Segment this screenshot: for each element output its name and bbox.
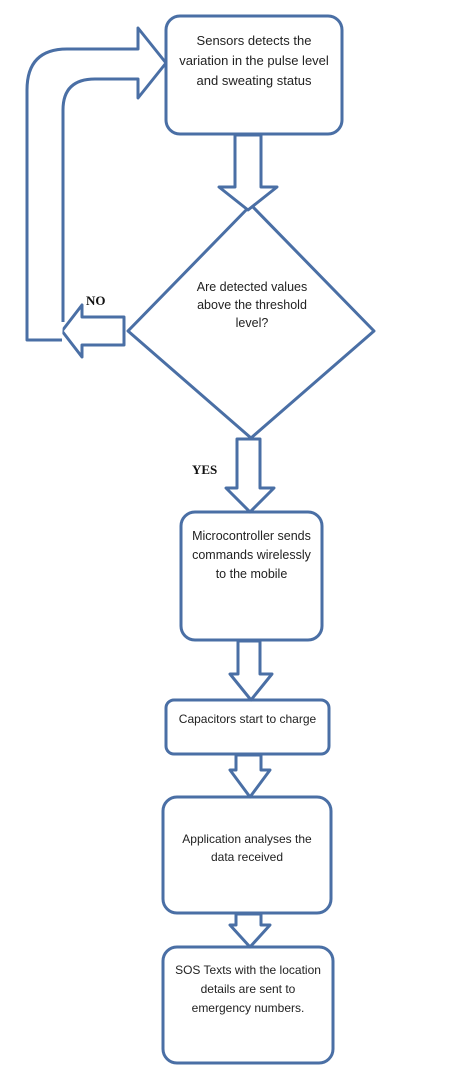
node-sos-label: SOS Texts with the location details are … <box>175 963 321 1015</box>
arrow-application-to-sos <box>228 912 272 949</box>
arrow-microcontroller-to-capacitors <box>228 639 274 702</box>
node-microcontroller-label: Microcontroller sends commands wirelessl… <box>192 529 311 581</box>
arrow-decision-no <box>60 303 126 359</box>
node-capacitors-label: Capacitors start to charge <box>178 712 317 726</box>
arrow-loop-back-to-sensors <box>25 26 168 342</box>
edge-label-yes: YES <box>192 462 218 477</box>
node-sensors-label: Sensors detects the variation in the pul… <box>179 33 329 88</box>
arrow-capacitors-to-application <box>228 753 272 799</box>
node-application-label: Application analyses the data received <box>182 832 312 864</box>
arrow-sensors-to-decision <box>217 133 279 212</box>
node-decision-label: Are detected values above the threshold … <box>196 280 308 330</box>
arrow-decision-to-microcontroller <box>224 437 276 514</box>
edge-label-no: NO <box>86 293 106 308</box>
